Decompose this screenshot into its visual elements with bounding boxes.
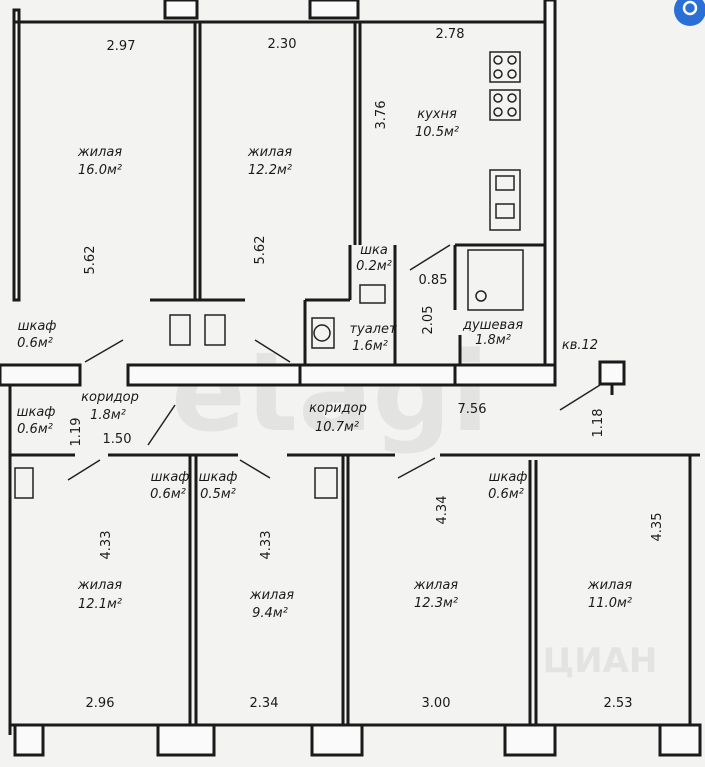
dimension-labels: 2.97 2.30 2.78 5.62 5.62 3.76 0.85 2.05 … bbox=[69, 27, 665, 711]
room-name: жилая bbox=[249, 588, 294, 603]
room-name: шкаф bbox=[17, 405, 56, 420]
room-name: коридор bbox=[81, 390, 139, 405]
room-labels: жилая 16.0м² жилая 12.2м² кухня 10.5м² ш… bbox=[17, 107, 633, 621]
cian-logo-icon bbox=[674, 0, 705, 26]
room-area: 0.2м² bbox=[356, 259, 392, 274]
dimension: 3.00 bbox=[422, 696, 451, 711]
dimension: 1.50 bbox=[103, 432, 132, 447]
room-area: 1.8м² bbox=[475, 333, 511, 348]
room-area: 12.3м² bbox=[414, 596, 458, 611]
room-area: 0.6м² bbox=[17, 336, 53, 351]
dimension: 2.78 bbox=[436, 27, 465, 42]
watermark-etagi: etagi bbox=[171, 328, 489, 456]
dimension: 2.97 bbox=[107, 39, 136, 54]
dimension: 4.33 bbox=[259, 531, 274, 560]
room-name: жилая bbox=[77, 578, 122, 593]
room-name: коридор bbox=[309, 401, 367, 416]
dimension: 5.62 bbox=[83, 246, 98, 275]
room-area: 10.5м² bbox=[415, 125, 459, 140]
dimension: 4.34 bbox=[435, 496, 450, 525]
dimension: 2.96 bbox=[86, 696, 115, 711]
room-name: кухня bbox=[417, 107, 457, 122]
room-name: шкаф bbox=[18, 319, 57, 334]
room-area: 11.0м² bbox=[588, 596, 632, 611]
dimension: 2.30 bbox=[268, 37, 297, 52]
apartment-label: кв.12 bbox=[562, 338, 598, 353]
room-area: 0.6м² bbox=[488, 487, 524, 502]
dimension: 2.53 bbox=[604, 696, 633, 711]
room-area: 9.4м² bbox=[252, 606, 288, 621]
room-name: жилая bbox=[587, 578, 632, 593]
room-area: 0.5м² bbox=[200, 487, 236, 502]
dimension: 0.85 bbox=[419, 273, 448, 288]
room-name: душевая bbox=[462, 318, 523, 333]
room-name: жилая bbox=[247, 145, 292, 160]
room-area: 12.2м² bbox=[248, 163, 292, 178]
fixtures bbox=[14, 51, 601, 499]
room-name: шкаф bbox=[199, 470, 238, 485]
room-area: 0.6м² bbox=[150, 487, 186, 502]
dimension: 7.56 bbox=[458, 402, 487, 417]
dimension: 4.35 bbox=[650, 513, 665, 542]
dimension: 2.05 bbox=[421, 306, 436, 335]
room-area: 1.6м² bbox=[352, 339, 388, 354]
room-area: 10.7м² bbox=[315, 420, 359, 435]
room-name: жилая bbox=[77, 145, 122, 160]
dimension: 5.62 bbox=[253, 236, 268, 265]
dimension: 1.19 bbox=[69, 418, 84, 447]
dimension: 2.34 bbox=[250, 696, 279, 711]
room-area: 1.8м² bbox=[90, 408, 126, 423]
room-name: жилая bbox=[413, 578, 458, 593]
room-area: 12.1м² bbox=[78, 597, 122, 612]
watermark-cian: ЦИАН bbox=[543, 641, 658, 681]
room-area: 16.0м² bbox=[78, 163, 122, 178]
dimension: 4.33 bbox=[99, 531, 114, 560]
room-area: 0.6м² bbox=[17, 422, 53, 437]
dimension: 1.18 bbox=[591, 409, 606, 438]
dimension: 3.76 bbox=[374, 101, 389, 130]
room-name: шкаф bbox=[489, 470, 528, 485]
room-name: туалет bbox=[349, 322, 397, 337]
room-name: шка bbox=[360, 243, 388, 258]
room-name: шкаф bbox=[151, 470, 190, 485]
